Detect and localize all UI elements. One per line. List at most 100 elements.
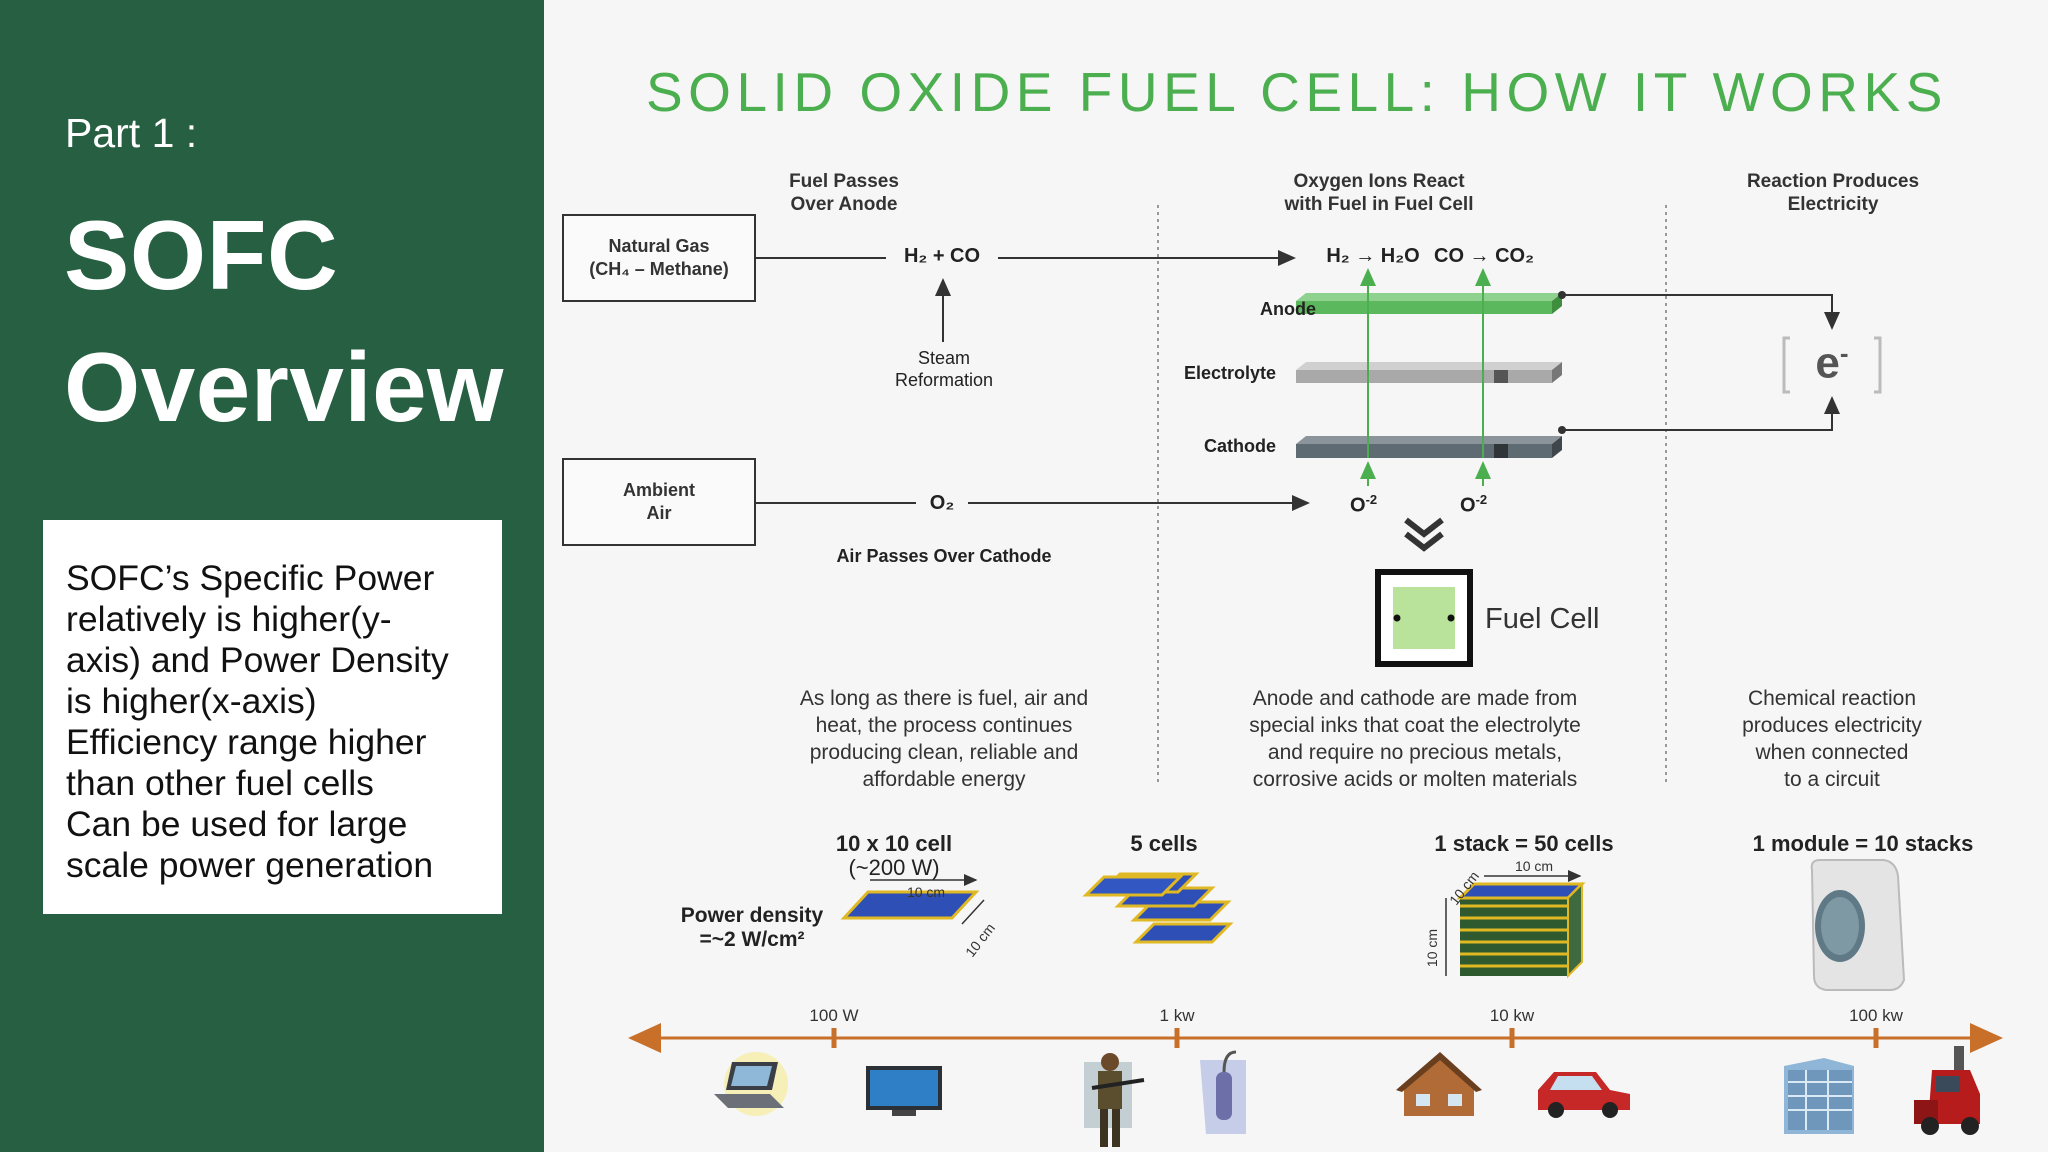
- paragraph-line: to a circuit: [1784, 768, 1880, 791]
- reformation-line: Reformation: [894, 370, 994, 390]
- header-oxygen-ions: Oxygen Ions React with Fuel in Fuel Cell: [1259, 170, 1499, 216]
- stack-image: [1445, 870, 1586, 979]
- tick-label: 10 kw: [1489, 1006, 1535, 1025]
- header-line: Over Anode: [790, 194, 898, 215]
- paragraph-line: affordable energy: [862, 768, 1026, 791]
- circuit-line-bottom: [1562, 396, 1840, 431]
- ambient-air-box: Ambient Air: [562, 458, 756, 546]
- diagram-area: SOLID OXIDE FUEL CELL: HOW IT WORKS: [544, 0, 2048, 1152]
- slide-title-line2: Overview: [64, 332, 504, 442]
- stage-five-cells: 5 cells: [1130, 831, 1198, 856]
- description-line: Efficiency range higher: [66, 722, 427, 762]
- paragraph-line: when connected: [1755, 741, 1909, 764]
- ambient-label: Ambient: [623, 480, 695, 500]
- stage-module: 1 module = 10 stacks: [1752, 831, 1974, 856]
- paragraph-fuel-air-heat: As long as there is fuel, air and heat, …: [764, 685, 1124, 793]
- stage-single-cell: 10 x 10 cell (~200 W): [794, 832, 994, 880]
- circuit-line-top: [1562, 294, 1840, 330]
- header-reaction-produces: Reaction Produces Electricity: [1718, 170, 1948, 216]
- description-line: relatively is higher(y-: [66, 599, 392, 639]
- description-box: SOFC’s Specific Power relatively is high…: [43, 520, 502, 914]
- cathode-label: Cathode: [1204, 436, 1276, 456]
- paragraph-anode-cathode: Anode and cathode are made from special …: [1220, 685, 1610, 793]
- oxide-symbol: O: [1460, 494, 1476, 517]
- soldier-icon: [1084, 1053, 1145, 1147]
- dimension-label: 10 cm: [906, 884, 946, 900]
- diagram-title: SOLID OXIDE FUEL CELL: HOW IT WORKS: [646, 61, 1948, 123]
- dimension-label: 10 cm: [1514, 858, 1554, 874]
- reaction-h2-label: H₂ → H₂O: [1326, 245, 1420, 267]
- description-line: SOFC’s Specific Power: [66, 558, 435, 598]
- electrolyte-layer: [1296, 362, 1562, 383]
- tick-label: 1 kw: [1159, 1006, 1195, 1025]
- electron-charge: -: [1839, 338, 1849, 368]
- tick-label: 100 W: [809, 1006, 859, 1025]
- paragraph-line: heat, the process continues: [815, 714, 1073, 737]
- header-line: Oxygen Ions React: [1293, 171, 1465, 192]
- oxide-charge: -2: [1365, 492, 1378, 507]
- paragraph-line: Chemical reaction: [1747, 687, 1917, 710]
- stage-line: (~200 W): [848, 855, 940, 880]
- laptop-icon: [714, 1052, 788, 1116]
- reaction-co-label: CO → CO₂: [1434, 245, 1534, 267]
- air-passes-label: Air Passes Over Cathode: [836, 546, 1052, 566]
- description-line: than other fuel cells: [66, 763, 374, 803]
- air-label: Air: [646, 503, 672, 523]
- steam-line: Steam: [917, 348, 971, 368]
- natural-gas-box: Natural Gas (CH₄ – Methane): [562, 214, 756, 302]
- paragraph-line: producing clean, reliable and: [809, 741, 1079, 764]
- header-line: Reaction Produces: [1746, 171, 1920, 192]
- electron-bracket-right: [1874, 336, 1882, 394]
- tv-icon: [866, 1066, 942, 1116]
- five-cells-image: [1082, 872, 1234, 944]
- paragraph-line: produces electricity: [1742, 714, 1922, 737]
- description-line: is higher(x-axis): [66, 681, 317, 721]
- part-label: Part 1 :: [65, 110, 198, 156]
- oxygen-label: O₂: [929, 492, 955, 514]
- paragraph-chemical-reaction: Chemical reaction produces electricity w…: [1712, 685, 1952, 793]
- power-density-value: =~2 W/cm²: [699, 928, 805, 951]
- oxide-charge: -2: [1475, 492, 1488, 507]
- truck-icon: [1914, 1046, 1980, 1135]
- fuel-cell-icon: [1375, 569, 1473, 667]
- methane-label: (CH₄ – Methane): [589, 259, 729, 279]
- building-icon: [1784, 1058, 1854, 1134]
- electron-label: e-: [1804, 338, 1860, 389]
- description-line: axis) and Power Density: [66, 640, 449, 680]
- description-line: Can be used for large: [66, 804, 408, 844]
- chevron-down-icon: [1404, 517, 1444, 552]
- header-line: with Fuel in Fuel Cell: [1284, 194, 1474, 215]
- electrolyte-label: Electrolyte: [1183, 363, 1276, 383]
- power-density-line: Power density: [680, 904, 824, 927]
- paragraph-line: and require no precious metals,: [1267, 741, 1563, 764]
- dimension-label: 10 cm: [1424, 928, 1440, 968]
- slide-title-line1: SOFC: [64, 200, 339, 310]
- paragraph-line: corrosive acids or molten materials: [1252, 768, 1578, 791]
- header-line: Electricity: [1787, 194, 1879, 215]
- stage-stack: 1 stack = 50 cells: [1434, 831, 1614, 856]
- fuel-mix-label: H₂ + CO: [903, 245, 981, 267]
- header-fuel-passes: Fuel Passes Over Anode: [744, 170, 944, 216]
- module-image: [1810, 859, 1906, 991]
- anode-layer: [1296, 291, 1566, 314]
- paragraph-line: Anode and cathode are made from: [1252, 687, 1578, 710]
- paragraph-line: special inks that coat the electrolyte: [1249, 714, 1581, 737]
- description-line: scale power generation: [66, 845, 434, 885]
- tick-label: 100 kw: [1849, 1006, 1903, 1025]
- left-panel: Part 1 : SOFC Overview SOFC’s Specific P…: [0, 0, 544, 1152]
- electron-bracket-left: [1782, 336, 1790, 394]
- natural-gas-label: Natural Gas: [608, 236, 710, 256]
- stage-line: 10 x 10 cell: [835, 831, 953, 856]
- electron-symbol: e: [1815, 338, 1840, 388]
- cathode-layer: [1296, 426, 1566, 458]
- oxide-ion-label: O-2: [1350, 492, 1377, 518]
- vacuum-icon: [1200, 1050, 1246, 1134]
- power-density-label: Power density =~2 W/cm²: [672, 904, 832, 952]
- header-line: Fuel Passes: [789, 171, 899, 192]
- house-icon: [1396, 1052, 1482, 1116]
- diagram-graphics: [628, 205, 2003, 1147]
- paragraph-line: As long as there is fuel, air and: [799, 687, 1089, 710]
- single-cell-image: [840, 874, 985, 925]
- oxide-symbol: O: [1350, 494, 1366, 517]
- fuel-cell-label: Fuel Cell: [1485, 603, 1600, 635]
